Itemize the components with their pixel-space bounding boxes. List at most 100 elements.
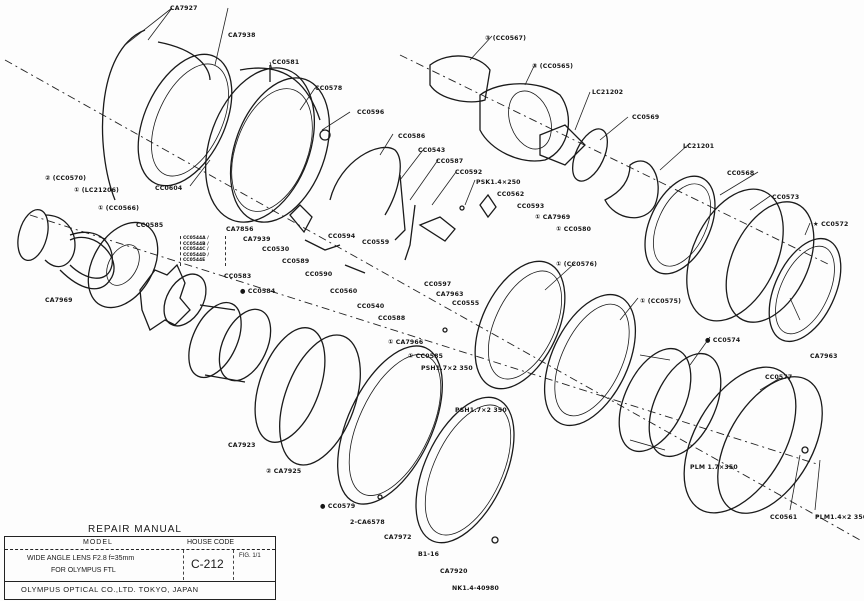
label-cc0544-group: CC0544A / CC0544B / CC0544C / CC0544D / … [180, 236, 226, 266]
label-ca7972: CA7972 [384, 533, 412, 541]
part-lc21201 [604, 160, 659, 219]
label-cc0577: CC0577 [765, 373, 793, 381]
model-line2: FOR OLYMPUS FTL [51, 567, 116, 574]
label-nk14-40980: NK1.4-40980 [452, 584, 500, 592]
part-cc0575 [543, 293, 637, 427]
label-cc0588: CC0588 [378, 314, 406, 322]
label-ca6578: 2-CA6578 [350, 518, 385, 526]
label-cc0594: CC0594 [328, 232, 356, 240]
figure-number: FIG. 1/1 [239, 553, 261, 559]
label-lc21202: LC21202 [592, 88, 624, 96]
label-cc0590: CC0590 [305, 270, 333, 278]
part-cc0573 [686, 188, 815, 323]
label-ca7920: CA7920 [440, 567, 468, 575]
company-divider [5, 581, 275, 582]
label-cc0585-b: ① CC0585 [408, 352, 444, 360]
part-ca7927 [101, 29, 211, 201]
part-cc0576 [474, 260, 566, 390]
label-psh17x2350-a: PSH1.7×2 350 [421, 364, 473, 372]
label-ca7969-1: ① CA7969 [535, 213, 571, 221]
label-b1116: B1-16 [418, 550, 440, 558]
model-label: MODEL [83, 539, 113, 546]
part-ca7923 [254, 327, 326, 443]
label-cc0575: ① (CC0575) [640, 297, 682, 305]
label-cc0555: CC0555 [452, 299, 480, 307]
part-cc0572 [768, 237, 842, 343]
label-cc0562: CC0562 [497, 190, 525, 198]
label-cc0578: CC0578 [315, 84, 343, 92]
label-psk14x250: PSK1.4×250 [476, 178, 521, 186]
label-cc0570: ② (CC0570) [45, 174, 87, 182]
label-cc0544-group-text: CC0544A / CC0544B / CC0544C / CC0544D / … [183, 236, 210, 263]
model-line1: WIDE ANGLE LENS F2.8 f=35mm [27, 555, 135, 562]
part-cc0565 [479, 83, 570, 162]
part-cc0585 [87, 221, 159, 309]
house-code: C-212 [191, 557, 224, 571]
leader-lines [124, 7, 821, 511]
label-cc0572: ★ CC0572 [813, 220, 849, 228]
label-cc0584: ● CC0584 [240, 287, 276, 295]
part-cc0577 [683, 366, 823, 514]
label-cc0576: ① (CC0576) [556, 260, 598, 268]
label-cc0597: CC0597 [424, 280, 452, 288]
label-cc0586: CC0586 [398, 132, 426, 140]
label-cc0589: CC0589 [282, 257, 310, 265]
label-cc0569: CC0569 [632, 113, 660, 121]
label-ca7939: CA7939 [243, 235, 271, 243]
label-cc0593: CC0593 [517, 202, 545, 210]
part-cc0569 [572, 128, 608, 182]
part-cc0568 [644, 175, 716, 275]
label-psh17x2350-b: PSH1.7×2 350 [455, 406, 507, 414]
label-cc0592: CC0592 [455, 168, 483, 176]
part-ca7972 [415, 396, 515, 544]
label-cc0560: CC0560 [330, 287, 358, 295]
house-code-label: HOUSE CODE [187, 539, 235, 546]
part-cc0574 [618, 347, 722, 458]
label-cc0585: CC0585 [136, 221, 164, 229]
part-cc0544 [139, 263, 191, 331]
part-linkages [289, 129, 497, 274]
label-cc0565: ③ (CC0565) [532, 62, 574, 70]
label-cc0559: CC0559 [362, 238, 390, 246]
label-ca7966: ① CA7966 [388, 338, 424, 346]
part-ca7938 [137, 53, 233, 187]
label-cc0543: CC0543 [418, 146, 446, 154]
label-cc0604: CC0604 [155, 184, 183, 192]
label-ca7963: CA7963 [436, 290, 464, 298]
label-cc0581: CC0581 [272, 58, 300, 66]
company-name: OLYMPUS OPTICAL CO.,LTD. TOKYO, JAPAN [21, 585, 199, 594]
label-ca7923: CA7923 [228, 441, 256, 449]
label-cc0574: ● CC0574 [705, 336, 741, 344]
label-lc21206: ① (LC21206) [74, 186, 120, 194]
label-cc0566: ① (CC0566) [98, 204, 140, 212]
label-cc0580: ① CC0580 [556, 225, 592, 233]
label-ca7938: CA7938 [228, 31, 256, 39]
label-cc0587: CC0587 [436, 157, 464, 165]
part-front-optics [17, 208, 115, 290]
label-cc0568: CC0568 [727, 169, 755, 177]
label-cc0561: CC0561 [770, 513, 798, 521]
centerline-lower [29, 214, 821, 466]
code-divider [233, 550, 234, 580]
part-cc0583 [163, 273, 207, 327]
label-ca7969-2: CA7969 [45, 296, 73, 304]
label-cc0583: CC0583 [224, 272, 252, 280]
part-cc0584 [188, 301, 272, 383]
label-plm14x2350: PLM1.4×2 350 [815, 513, 864, 521]
label-lc21201: LC21201 [683, 142, 715, 150]
label-cc0579: ● CC0579 [320, 502, 356, 510]
label-cc0567: ③ (CC0567) [485, 34, 527, 42]
label-ca7925: ② CA7925 [266, 467, 302, 475]
header-divider [5, 549, 275, 550]
part-cc0578 [204, 65, 331, 223]
part-cc0579 [337, 345, 443, 505]
part-ca7925 [279, 334, 361, 466]
centerline-upper [399, 54, 831, 266]
label-cc0573: CC0573 [772, 193, 800, 201]
label-cc0540: CC0540 [357, 302, 385, 310]
centerline-main [4, 59, 861, 541]
label-ca7963-b: CA7963 [810, 352, 838, 360]
title-frame: MODEL HOUSE CODE WIDE ANGLE LENS F2.8 f=… [4, 536, 276, 600]
